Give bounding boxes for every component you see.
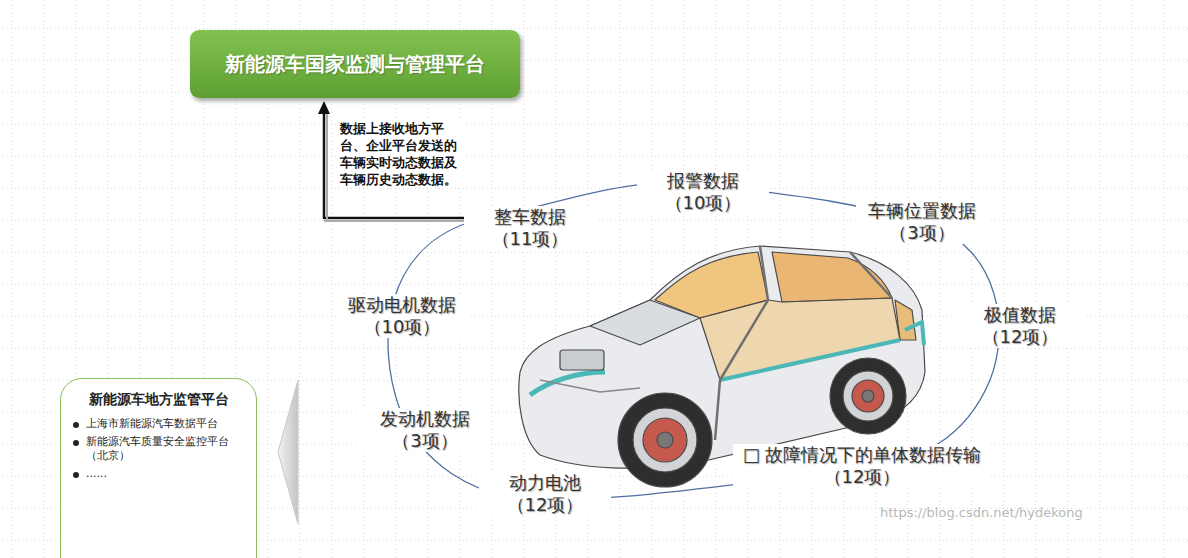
data-category: 报警数据 （10项） — [637, 170, 769, 214]
bullet-dot — [73, 422, 79, 428]
platform-box: 新能源车国家监测与管理平台 — [190, 30, 520, 98]
bullet-text: ...... — [86, 467, 107, 481]
upload-arrow — [318, 101, 474, 222]
bullet-text: 新能源汽车质量安全监控平台（北京） — [86, 435, 244, 463]
bullet-dot — [73, 472, 79, 478]
data-category: 动力电池 （12项） — [479, 472, 611, 516]
data-category: □ 故障情况下的单体数据传输 （12项） — [733, 444, 991, 488]
panel-heading: 新能源车地方监管平台 — [73, 391, 244, 409]
bullet-dot — [73, 440, 79, 446]
bullet-row: ...... — [73, 467, 244, 481]
data-category: 驱动电机数据 （10项） — [336, 294, 468, 338]
data-category: 车辆位置数据 （3项） — [856, 200, 988, 244]
bullet-text: 上海市新能源汽车数据平台 — [86, 417, 218, 431]
data-category: 极值数据 （12项） — [954, 304, 1086, 348]
data-category: 整车数据 （11项） — [464, 206, 596, 250]
watermark: https://blog.csdn.net/hydekong — [880, 505, 1083, 520]
arrow-note: 数据上接收地方平台、企业平台发送的车辆实时动态数据及车辆历史动态数据。 — [340, 120, 464, 188]
platform-panel: 新能源车地方监管平台上海市新能源汽车数据平台新能源汽车质量安全监控平台（北京）.… — [60, 378, 257, 558]
data-category: 发动机数据 （3项） — [359, 408, 491, 452]
bullet-row: 上海市新能源汽车数据平台 — [73, 417, 244, 431]
bullet-row: 新能源汽车质量安全监控平台（北京） — [73, 435, 244, 463]
data-loop — [388, 183, 999, 500]
platform-title: 新能源车国家监测与管理平台 — [225, 51, 485, 78]
left-arrow — [278, 380, 298, 524]
